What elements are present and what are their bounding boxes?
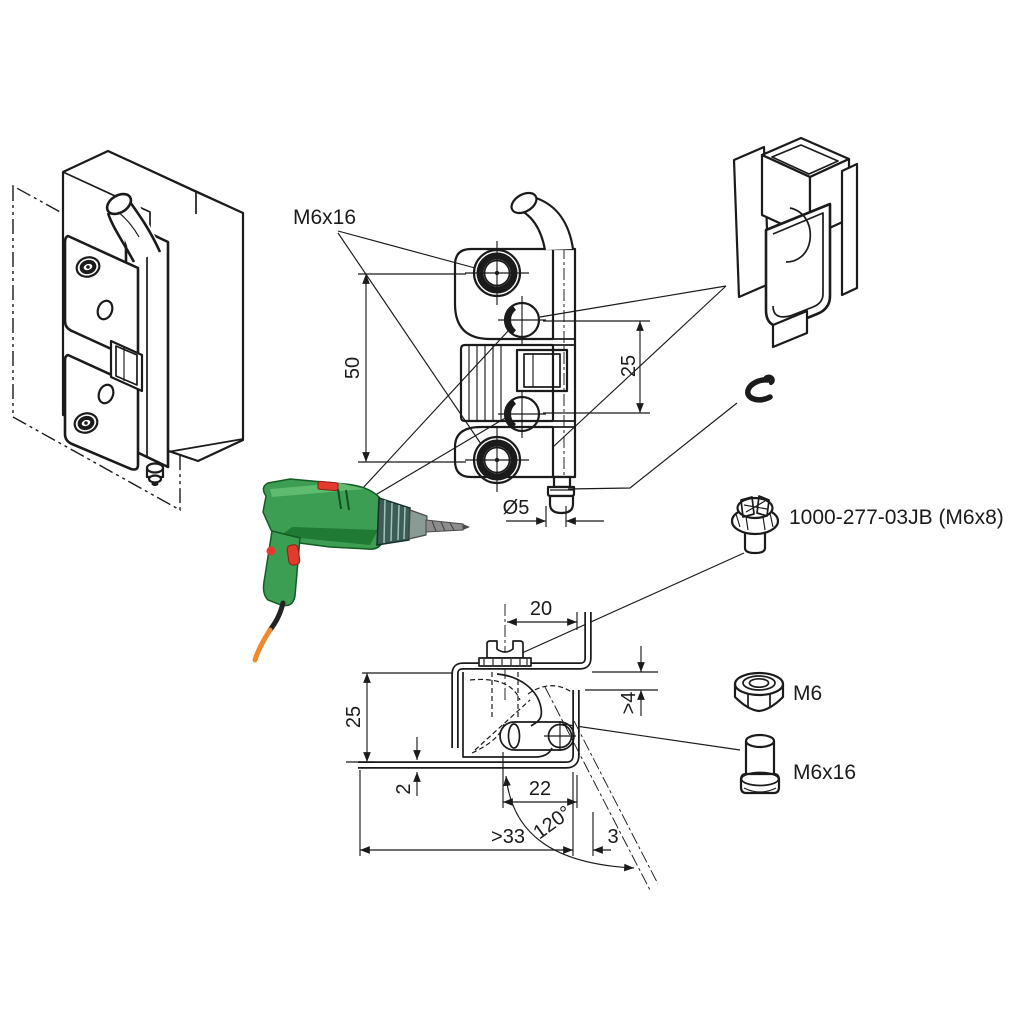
slot-top — [498, 296, 546, 344]
dim-dia5-label: Ø5 — [503, 497, 530, 519]
dim-2-label: 2 — [393, 783, 415, 794]
leader-slot-bracket-1 — [539, 285, 727, 318]
leader-slot-bracket-2 — [552, 285, 727, 448]
dim-pin-diameter: Ø5 — [503, 497, 604, 527]
iso-screw-bottom — [73, 412, 99, 434]
leader-drill-upper-slot — [361, 330, 509, 490]
screw-hole-top — [465, 241, 529, 305]
hinge-pin — [546, 475, 576, 515]
door-panel-outline — [12, 184, 181, 512]
slot-bottom — [498, 390, 546, 438]
leader-m6x16-top-hole — [337, 230, 476, 269]
leader-screw-section — [521, 552, 745, 654]
door-hinge-isometric — [12, 149, 245, 512]
dim-3-label: 3 — [607, 826, 618, 848]
dim-slot-spacing: 25 — [543, 320, 650, 414]
section-view: 20 25 2 22 >33 3 120° — [343, 598, 659, 891]
nut-label: M6 — [793, 682, 822, 705]
nut-illustration — [733, 671, 785, 713]
leader-m6x16-bottom-hole — [337, 232, 482, 445]
dim-25-label: 25 — [618, 355, 640, 377]
swing-arc — [503, 775, 635, 872]
dim-mount-height: 25 — [343, 672, 452, 763]
dim-screw-offset: 20 — [506, 598, 578, 630]
part-number-label: 1000-277-03JB (M6x8) — [789, 506, 1004, 529]
dim-50-label: 50 — [342, 357, 364, 379]
leader-lines — [337, 230, 745, 751]
drill-cable-black — [267, 600, 286, 633]
drill-cable-orange — [252, 627, 273, 663]
section-bracket — [462, 672, 576, 758]
dim-min-clearance: >33 3 — [359, 770, 619, 856]
flange-screw-illustration — [730, 495, 780, 555]
leader-pin-section — [561, 723, 741, 751]
screw-hole-bottom — [465, 428, 529, 492]
dim-22-label: 22 — [529, 778, 551, 800]
dim-33-label: >33 — [491, 826, 525, 848]
dim-25b-label: 25 — [343, 706, 365, 728]
drill-trigger — [286, 544, 301, 566]
circlip — [745, 374, 775, 403]
open-door-line-2 — [573, 720, 659, 885]
screws-callout-label: M6x16 — [293, 206, 356, 229]
leader-circlip-pin — [567, 402, 738, 490]
section-screw — [478, 640, 532, 667]
pin-illustration — [739, 733, 781, 795]
bracket-isometric — [732, 136, 859, 349]
door-profile — [358, 690, 580, 769]
hinge-front-view: 50 25 Ø5 — [342, 191, 650, 527]
dim-screw-spacing: 50 — [342, 273, 466, 463]
drill-lock-button — [266, 546, 276, 556]
dim-sheet-thickness: 2 — [393, 737, 421, 796]
leader-drill-lower-slot — [371, 416, 508, 498]
dim-20-label: 20 — [530, 598, 552, 620]
drill-handle — [262, 530, 301, 607]
iso-pin-tip — [145, 462, 165, 486]
iso-screw-top — [75, 256, 101, 278]
lever-end-cap — [105, 192, 133, 216]
dim-pivot-offset: 22 — [502, 752, 578, 808]
open-door-line-1 — [544, 686, 651, 891]
dim-return-gap: >4 — [585, 646, 658, 716]
lever-cap — [510, 191, 538, 215]
drill — [252, 478, 470, 663]
pin-label: M6x16 — [793, 761, 856, 784]
drill-forward-reverse-switch — [317, 480, 339, 492]
dim-4-label: >4 — [618, 692, 640, 715]
